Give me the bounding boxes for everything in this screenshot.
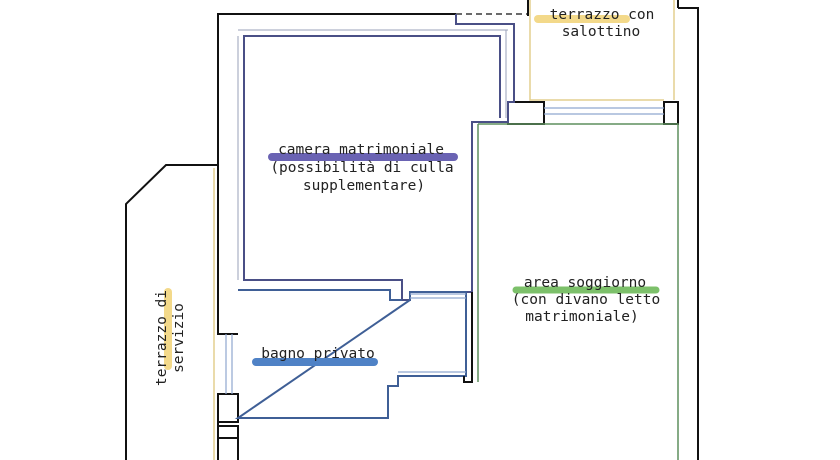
main-left-wall-lower bbox=[217, 165, 238, 335]
inner-wall-lines bbox=[237, 29, 508, 280]
room-master-bedroom-label: camera matrimoniale (possibilità di cull… bbox=[270, 142, 453, 194]
private-bathroom-line1: bagno privato bbox=[261, 346, 375, 362]
main-left-wall bbox=[217, 13, 456, 165]
outer-walls bbox=[125, 0, 699, 460]
room-terrace-lounge-label: terrazzo con salottino bbox=[550, 7, 655, 40]
bathroom-window bbox=[225, 293, 466, 394]
right-outer-wall bbox=[678, 7, 699, 460]
service-terrace-line2: servizio bbox=[171, 303, 187, 373]
living-area-line3: matrimoniale) bbox=[525, 309, 639, 325]
room-service-terrace-label: terrazzo di servizio bbox=[154, 290, 187, 386]
master-bedroom-line3: supplementare) bbox=[303, 178, 425, 194]
terrace-lounge-line1: terrazzo con bbox=[550, 7, 655, 23]
room-living-area-label: area soggiorno (con divano letto matrimo… bbox=[512, 275, 660, 325]
living-outline bbox=[478, 123, 679, 460]
bathroom-walls bbox=[234, 289, 467, 419]
service-terrace-line1: terrazzo di bbox=[154, 290, 170, 386]
terrace-lounge-line2: salottino bbox=[562, 24, 641, 40]
wall-segment-lower bbox=[218, 425, 239, 439]
terrace-window bbox=[544, 107, 664, 115]
room-private-bathroom-label: bagno privato bbox=[261, 346, 375, 362]
master-bedroom-line2: (possibilità di culla bbox=[270, 160, 453, 176]
living-area-line1: area soggiorno bbox=[524, 275, 646, 291]
terrace-edges bbox=[213, 0, 675, 460]
wall-segment-mid bbox=[217, 393, 239, 423]
pier-left bbox=[507, 101, 545, 125]
service-terrace-outline bbox=[125, 164, 218, 460]
living-dark-jamb bbox=[237, 292, 473, 460]
bathroom-outline bbox=[234, 289, 467, 419]
pier-right bbox=[663, 101, 679, 125]
living-area-line2: (con divano letto bbox=[512, 292, 660, 308]
master-bedroom-line1: camera matrimoniale bbox=[278, 142, 444, 158]
label-highlights bbox=[164, 15, 660, 370]
